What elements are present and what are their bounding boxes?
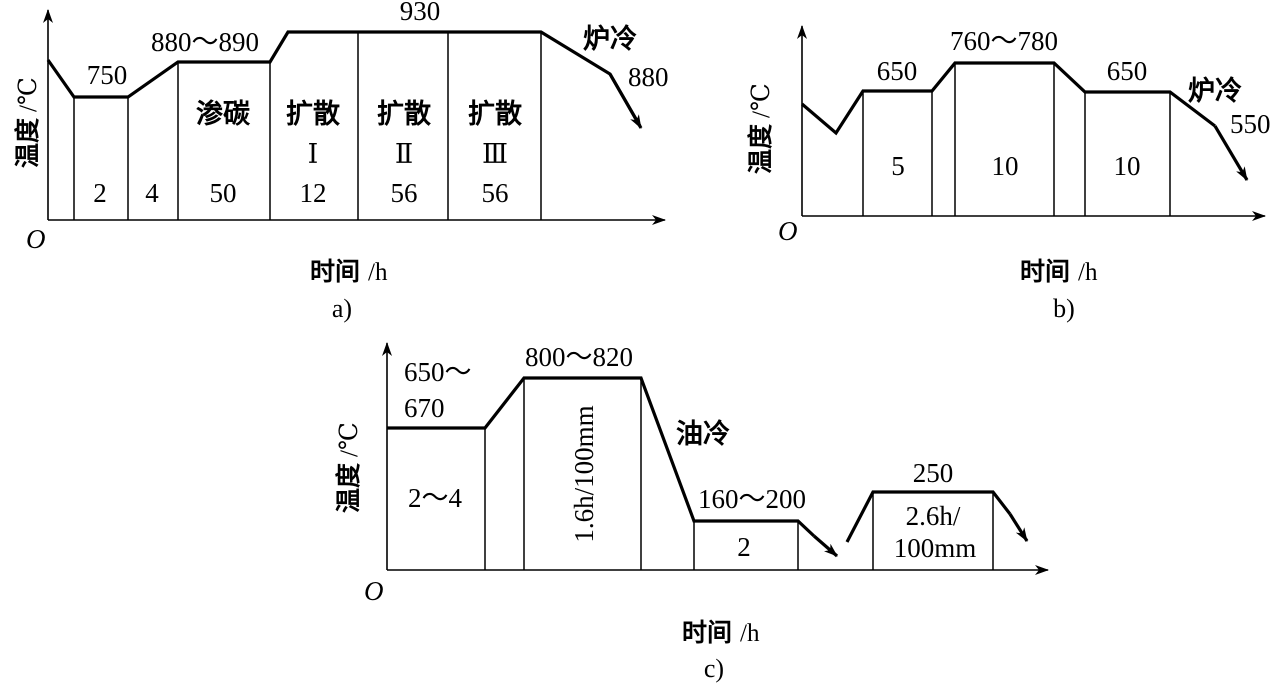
b-y-axis-label: 温度 /℃ xyxy=(746,83,775,174)
a-y-axis-label: 温度 /℃ xyxy=(13,77,42,168)
diagram-a: 750 880～890 930 炉冷 880 渗碳 扩散 扩散 扩散 Ⅰ Ⅱ Ⅲ… xyxy=(13,0,669,323)
c-caption: c) xyxy=(704,654,724,683)
c-duration-4b: 100mm xyxy=(894,533,977,563)
c-oil-cooling: 油冷 xyxy=(676,419,730,450)
a-x-axis-label: 时间 xyxy=(310,257,360,286)
a-temp-880: 880 xyxy=(628,62,669,92)
c-x-axis-unit: /h xyxy=(740,620,760,647)
c-temp-800-820: 800～820 xyxy=(525,342,633,372)
a-duration-5: 56 xyxy=(391,178,418,208)
a-temp-930: 930 xyxy=(400,0,441,26)
a-roman-1: Ⅰ xyxy=(308,139,319,169)
b-caption: b) xyxy=(1053,294,1075,323)
a-roman-3: Ⅲ xyxy=(482,139,508,169)
c-duration-2: 1.6h/100mm xyxy=(569,405,599,542)
c-section-lines xyxy=(484,378,994,570)
a-diffuse-label-2: 扩散 xyxy=(377,99,431,130)
b-duration-2: 10 xyxy=(992,151,1019,181)
a-origin: O xyxy=(26,224,46,254)
b-cooling-arrow xyxy=(1213,125,1249,181)
a-duration-2: 4 xyxy=(145,178,159,208)
a-duration-3: 50 xyxy=(210,178,237,208)
b-origin: O xyxy=(778,216,798,246)
c-duration-4a: 2.6h/ xyxy=(906,501,961,531)
a-carburize-label: 渗碳 xyxy=(196,98,251,130)
b-temp-760-780: 760～780 xyxy=(950,26,1058,56)
b-process-curve xyxy=(800,61,1216,136)
c-process-curve-2 xyxy=(845,490,1012,543)
svg-text:/℃: /℃ xyxy=(336,422,363,457)
c-y-axis-label: 温度 /℃ xyxy=(334,422,363,513)
svg-text:温度: 温度 xyxy=(13,118,42,168)
b-duration-1: 5 xyxy=(891,151,905,181)
a-temp-750: 750 xyxy=(87,60,128,90)
a-duration-1: 2 xyxy=(93,178,107,208)
c-x-axis-label: 时间 xyxy=(682,618,732,647)
a-roman-2: Ⅱ xyxy=(395,139,413,169)
b-temp-550: 550 xyxy=(1230,109,1271,139)
svg-text:温度: 温度 xyxy=(334,463,363,513)
c-temp-650: 650～ xyxy=(404,357,472,387)
a-diffuse-label-1: 扩散 xyxy=(286,99,340,130)
a-cooling-arrow xyxy=(608,73,643,129)
c-temp-160-200: 160～200 xyxy=(698,484,806,514)
a-diffuse-label-3: 扩散 xyxy=(468,99,522,130)
c-cooling-arrow-2 xyxy=(1008,513,1029,542)
b-duration-3: 10 xyxy=(1114,151,1141,181)
a-x-axis-unit: /h xyxy=(368,259,388,286)
svg-text:/℃: /℃ xyxy=(15,77,42,112)
a-temp-880-890: 880～890 xyxy=(151,27,259,57)
a-duration-6: 56 xyxy=(482,178,509,208)
svg-text:1.6h/100mm: 1.6h/100mm xyxy=(569,405,599,542)
c-duration-1: 2～4 xyxy=(408,483,462,513)
c-cooling-arrow-1 xyxy=(812,534,839,558)
c-temp-670: 670 xyxy=(404,393,445,423)
a-caption: a) xyxy=(332,294,352,323)
diagram-b: 650 760～780 650 炉冷 550 5 10 10 温度 /℃ O 时… xyxy=(746,25,1271,323)
a-process-curve xyxy=(46,30,642,127)
diagram-c: 650～ 670 800～820 油冷 160～200 250 2～4 1.6h… xyxy=(334,342,1049,683)
svg-text:/℃: /℃ xyxy=(748,83,775,118)
a-section-lines xyxy=(73,32,542,220)
b-temp-650-2: 650 xyxy=(1107,56,1148,86)
a-duration-4: 12 xyxy=(300,178,327,208)
b-x-axis-unit: /h xyxy=(1078,259,1098,286)
b-furnace-cooling: 炉冷 xyxy=(1188,76,1242,107)
b-temp-650-1: 650 xyxy=(877,56,918,86)
b-section-lines xyxy=(862,63,1171,216)
c-duration-3: 2 xyxy=(737,532,751,562)
c-process-curve-1 xyxy=(387,376,816,538)
c-temp-250: 250 xyxy=(913,458,954,488)
a-furnace-cooling: 炉冷 xyxy=(583,24,637,55)
c-origin: O xyxy=(364,576,384,606)
svg-text:温度: 温度 xyxy=(746,124,775,174)
b-x-axis-label: 时间 xyxy=(1020,257,1070,286)
